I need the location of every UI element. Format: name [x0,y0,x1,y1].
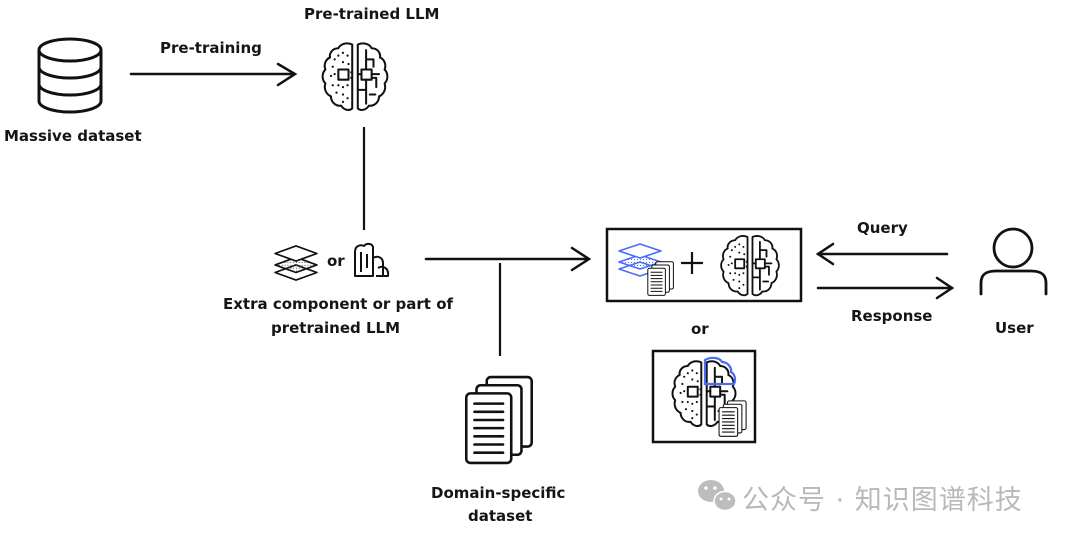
brain-documents-icon [671,356,747,437]
pretraining-label: Pre-training [160,39,262,57]
extra-component-label-line1: Extra component or part of [223,295,454,313]
layers-icon [274,245,318,281]
wechat-icon [698,480,737,512]
extra-or-text: or [327,252,345,270]
database-icon [37,37,103,114]
query-label: Query [857,219,908,237]
user-icon [979,227,1048,296]
domain-dataset-label-line2: dataset [468,507,533,525]
brain-part-icon [354,242,390,277]
user-label: User [995,319,1034,337]
finetune-arrow [424,246,592,272]
layers-documents-icon [618,243,674,296]
query-arrow [815,242,949,266]
pretrained-llm-label: Pre-trained LLM [304,5,440,23]
massive-dataset-label: Massive dataset [4,127,142,145]
plus-icon [681,252,703,274]
documents-icon [464,375,533,465]
pretraining-arrow [129,62,298,87]
response-label: Response [851,307,933,325]
domain-dataset-label-line1: Domain-specific [431,484,566,502]
response-arrow [816,276,955,300]
watermark-text: 公众号 · 知识图谱科技 [742,485,1023,516]
extra-component-label-line2: pretrained LLM [271,319,400,337]
combined-or-text: or [691,320,709,338]
brain-chip-icon [321,42,389,112]
